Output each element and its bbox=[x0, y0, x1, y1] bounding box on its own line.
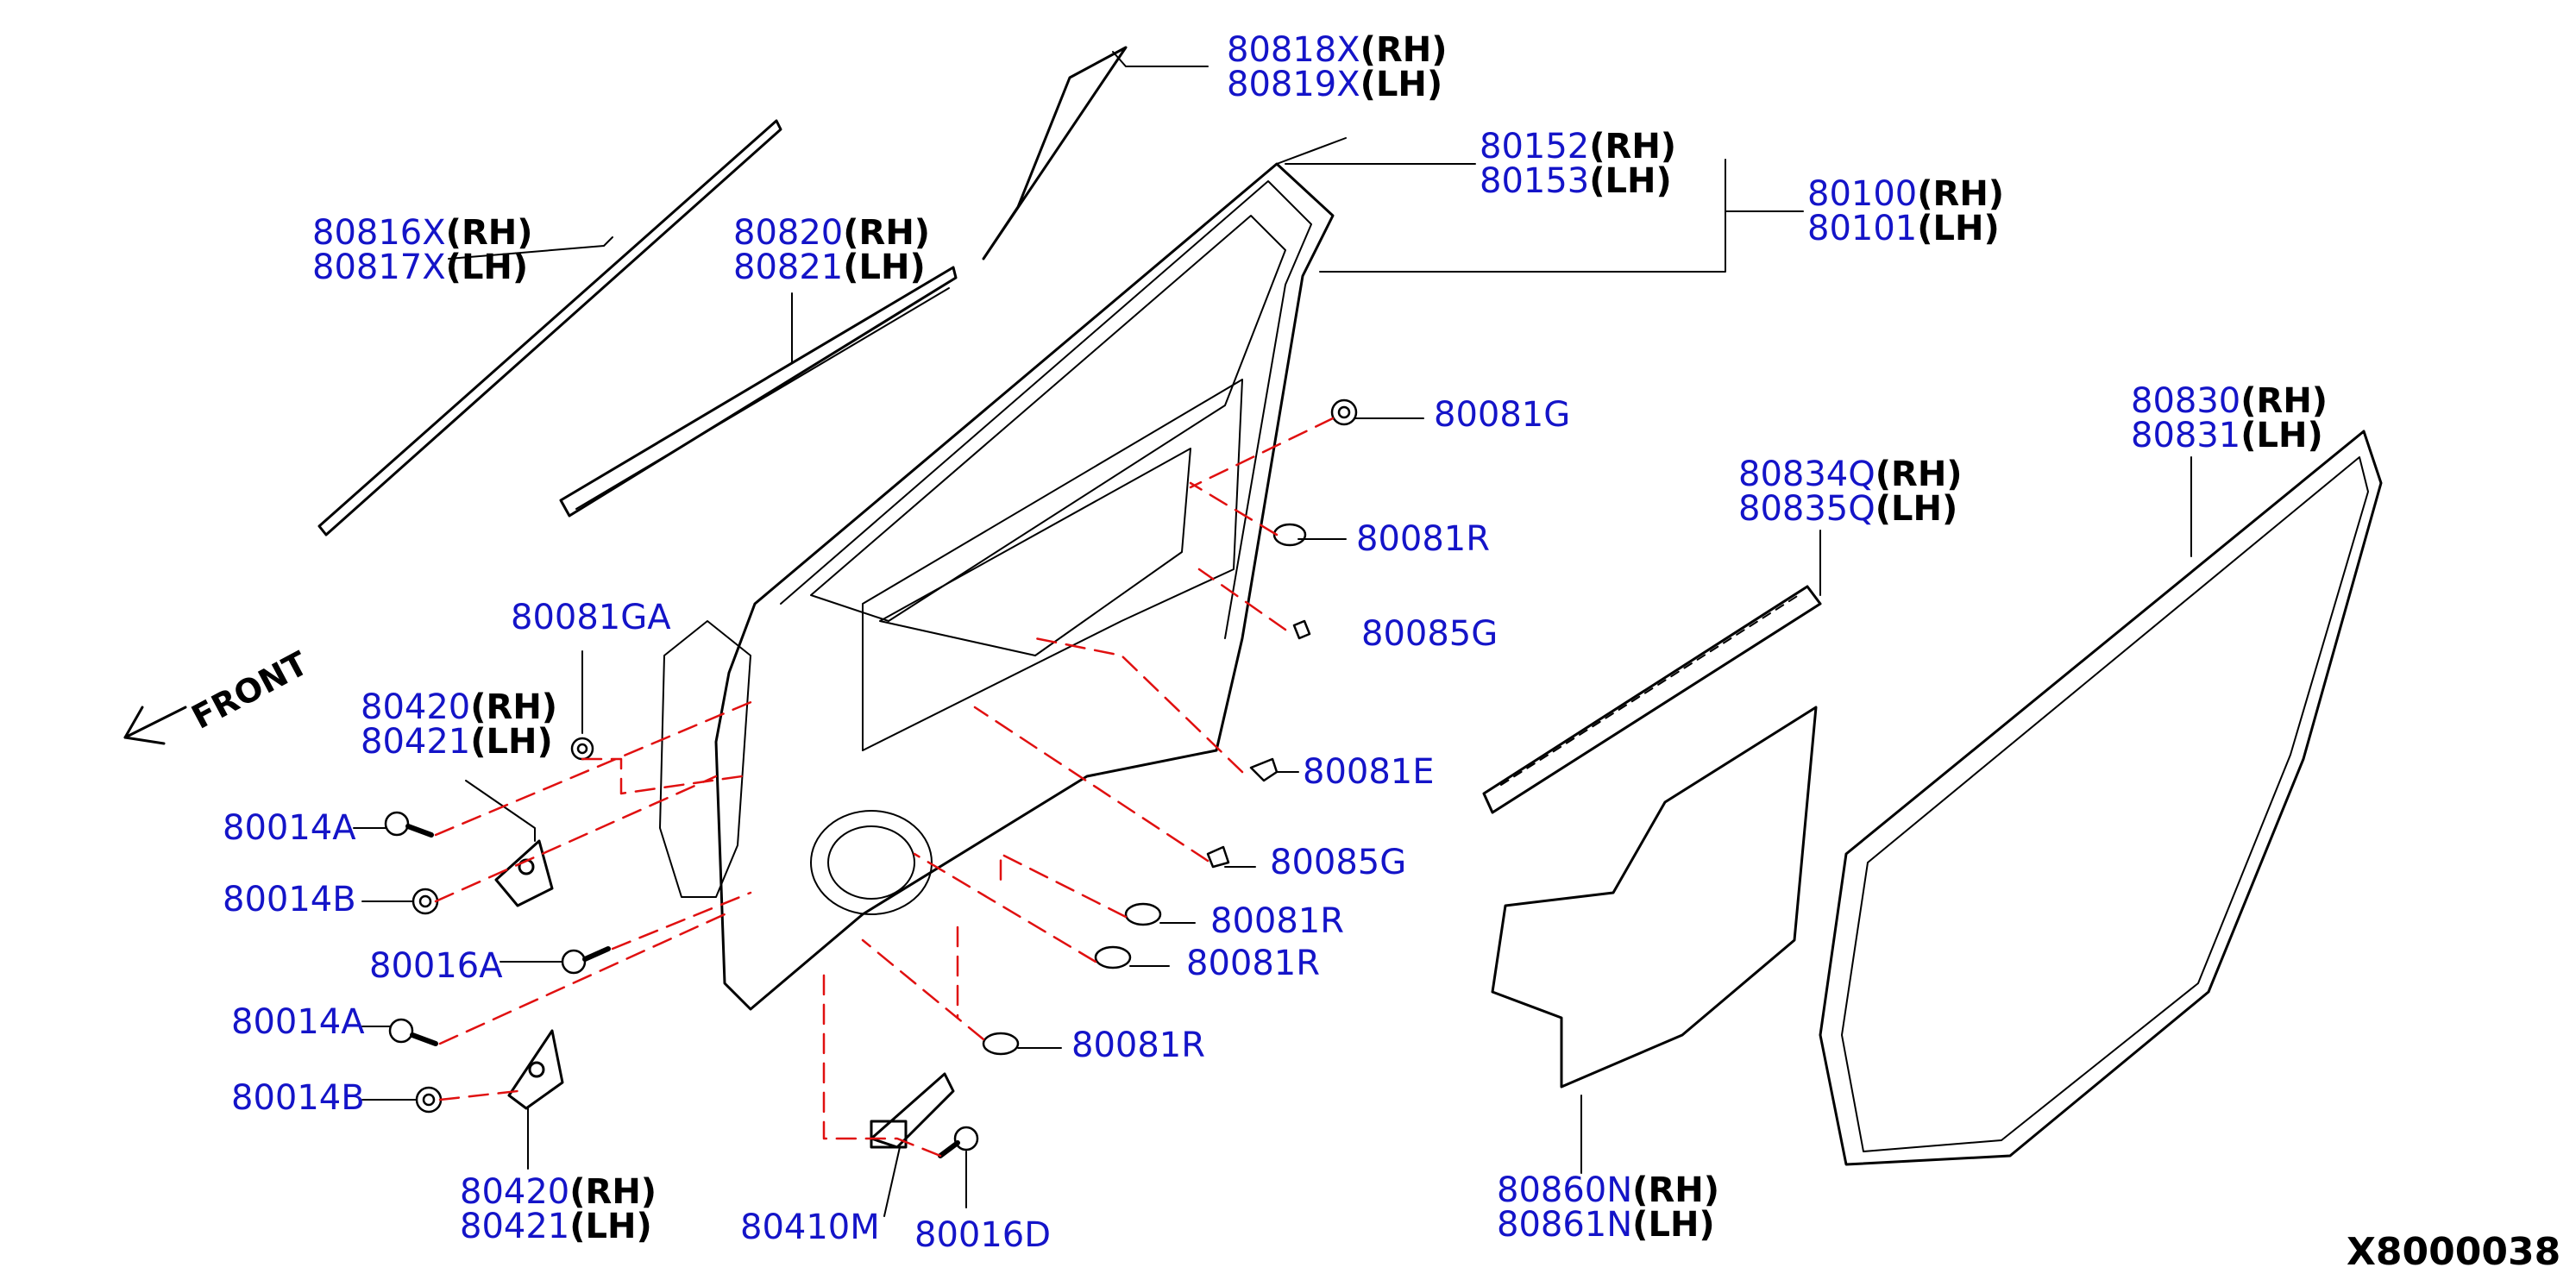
side-label: (RH) bbox=[1589, 127, 1677, 166]
part-number: 80816X bbox=[312, 213, 446, 253]
label-sash: 80152(RH) 80153(LH) bbox=[1480, 129, 1676, 198]
part-number: 80830 bbox=[2131, 381, 2241, 421]
label-clip-g-2: 80085G bbox=[1270, 843, 1407, 882]
diagram-id: X8000038 bbox=[2347, 1230, 2561, 1274]
label-plug-4: 80081R bbox=[1071, 1026, 1206, 1065]
side-label: (LH) bbox=[1589, 161, 1672, 201]
part-number: 80818X bbox=[1227, 30, 1360, 70]
label-drip-molding: 80818X(RH) 80819X(LH) bbox=[1227, 33, 1448, 102]
side-label: (LH) bbox=[470, 722, 553, 762]
inner-seal-part bbox=[1482, 585, 1822, 814]
part-number: 80819X bbox=[1227, 65, 1360, 104]
side-label: (RH) bbox=[1632, 1170, 1720, 1210]
side-label: (LH) bbox=[569, 1207, 652, 1246]
dashed-leaders bbox=[434, 417, 1335, 1158]
label-door-panel: 80100(RH) 80101(LH) bbox=[1807, 177, 2004, 246]
label-inner-seal: 80834Q(RH) 80835Q(LH) bbox=[1738, 457, 1963, 526]
side-label: (RH) bbox=[569, 1172, 657, 1212]
label-screen: 80860N(RH) 80861N(LH) bbox=[1497, 1173, 1719, 1242]
side-label: (LH) bbox=[1360, 65, 1443, 104]
side-label: (LH) bbox=[1875, 489, 1958, 529]
label-grommet-top: 80081G bbox=[1434, 395, 1571, 435]
part-number: 80152 bbox=[1480, 127, 1590, 166]
label-bolt-a-lower: 80014A bbox=[231, 1002, 365, 1042]
side-label: (RH) bbox=[1917, 174, 2005, 214]
side-label: (RH) bbox=[1875, 455, 1963, 494]
screen-part bbox=[1491, 706, 1818, 1089]
label-door-seal: 80830(RH) 80831(LH) bbox=[2131, 384, 2328, 453]
part-number: 80834Q bbox=[1738, 455, 1875, 494]
part-number: 80817X bbox=[312, 248, 446, 287]
side-label: (RH) bbox=[1360, 30, 1448, 70]
label-clip-e: 80081E bbox=[1303, 752, 1435, 792]
hinge-upper-part bbox=[494, 839, 554, 907]
drip-molding-part bbox=[982, 46, 1128, 260]
part-number: 80420 bbox=[361, 687, 471, 727]
label-clip-g-1: 80085G bbox=[1361, 614, 1498, 654]
side-label: (LH) bbox=[1632, 1205, 1715, 1245]
door-seal-part bbox=[1819, 430, 2383, 1166]
part-number: 80831 bbox=[2131, 416, 2241, 455]
label-hinge-lower: 80420(RH) 80421(LH) bbox=[460, 1175, 657, 1244]
front-arrow-icon bbox=[123, 706, 187, 745]
side-label: (LH) bbox=[1917, 209, 2000, 248]
side-label: (LH) bbox=[445, 248, 529, 287]
label-bolt-16a: 80016A bbox=[369, 946, 503, 986]
part-number: 80153 bbox=[1480, 161, 1590, 201]
label-plug-3: 80081R bbox=[1186, 944, 1321, 983]
label-bolt-a-upper: 80014A bbox=[223, 808, 356, 848]
outer-molding-part bbox=[317, 119, 782, 536]
side-label: (RH) bbox=[445, 213, 533, 253]
label-hinge-upper: 80420(RH) 80421(LH) bbox=[361, 690, 557, 759]
part-number: 80861N bbox=[1497, 1205, 1633, 1245]
label-weatherstrip-outer: 80820(RH) 80821(LH) bbox=[733, 216, 930, 285]
part-number: 80835Q bbox=[1738, 489, 1875, 529]
label-bolt-b-upper: 80014B bbox=[223, 880, 356, 919]
part-number: 80860N bbox=[1497, 1170, 1633, 1210]
side-label: (LH) bbox=[2240, 416, 2323, 455]
label-plug-1: 80081R bbox=[1356, 519, 1491, 559]
side-label: (RH) bbox=[2240, 381, 2328, 421]
part-number: 80420 bbox=[460, 1172, 570, 1212]
part-number: 80820 bbox=[733, 213, 844, 253]
weatherstrip-outer-part bbox=[559, 266, 958, 518]
label-bolt-b-lower: 80014B bbox=[231, 1078, 365, 1118]
side-label: (LH) bbox=[843, 248, 926, 287]
door-panel-part bbox=[659, 137, 1347, 1011]
part-number: 80821 bbox=[733, 248, 844, 287]
label-check-link: 80410M bbox=[740, 1208, 880, 1247]
part-number: 80100 bbox=[1807, 174, 1918, 214]
part-number: 80101 bbox=[1807, 209, 1918, 248]
label-plug-2: 80081R bbox=[1210, 901, 1345, 941]
label-outer-molding: 80816X(RH) 80817X(LH) bbox=[312, 216, 533, 285]
label-grommet-a: 80081GA bbox=[511, 598, 671, 637]
side-label: (RH) bbox=[843, 213, 931, 253]
part-number: 80421 bbox=[361, 722, 471, 762]
leader-lines bbox=[353, 51, 2192, 1217]
check-link-part bbox=[870, 1072, 955, 1149]
hinge-lower-part bbox=[507, 1029, 564, 1110]
fastener-shapes bbox=[384, 398, 1358, 1158]
side-label: (RH) bbox=[470, 687, 558, 727]
part-number: 80421 bbox=[460, 1207, 570, 1246]
label-bolt-16d: 80016D bbox=[914, 1215, 1052, 1255]
